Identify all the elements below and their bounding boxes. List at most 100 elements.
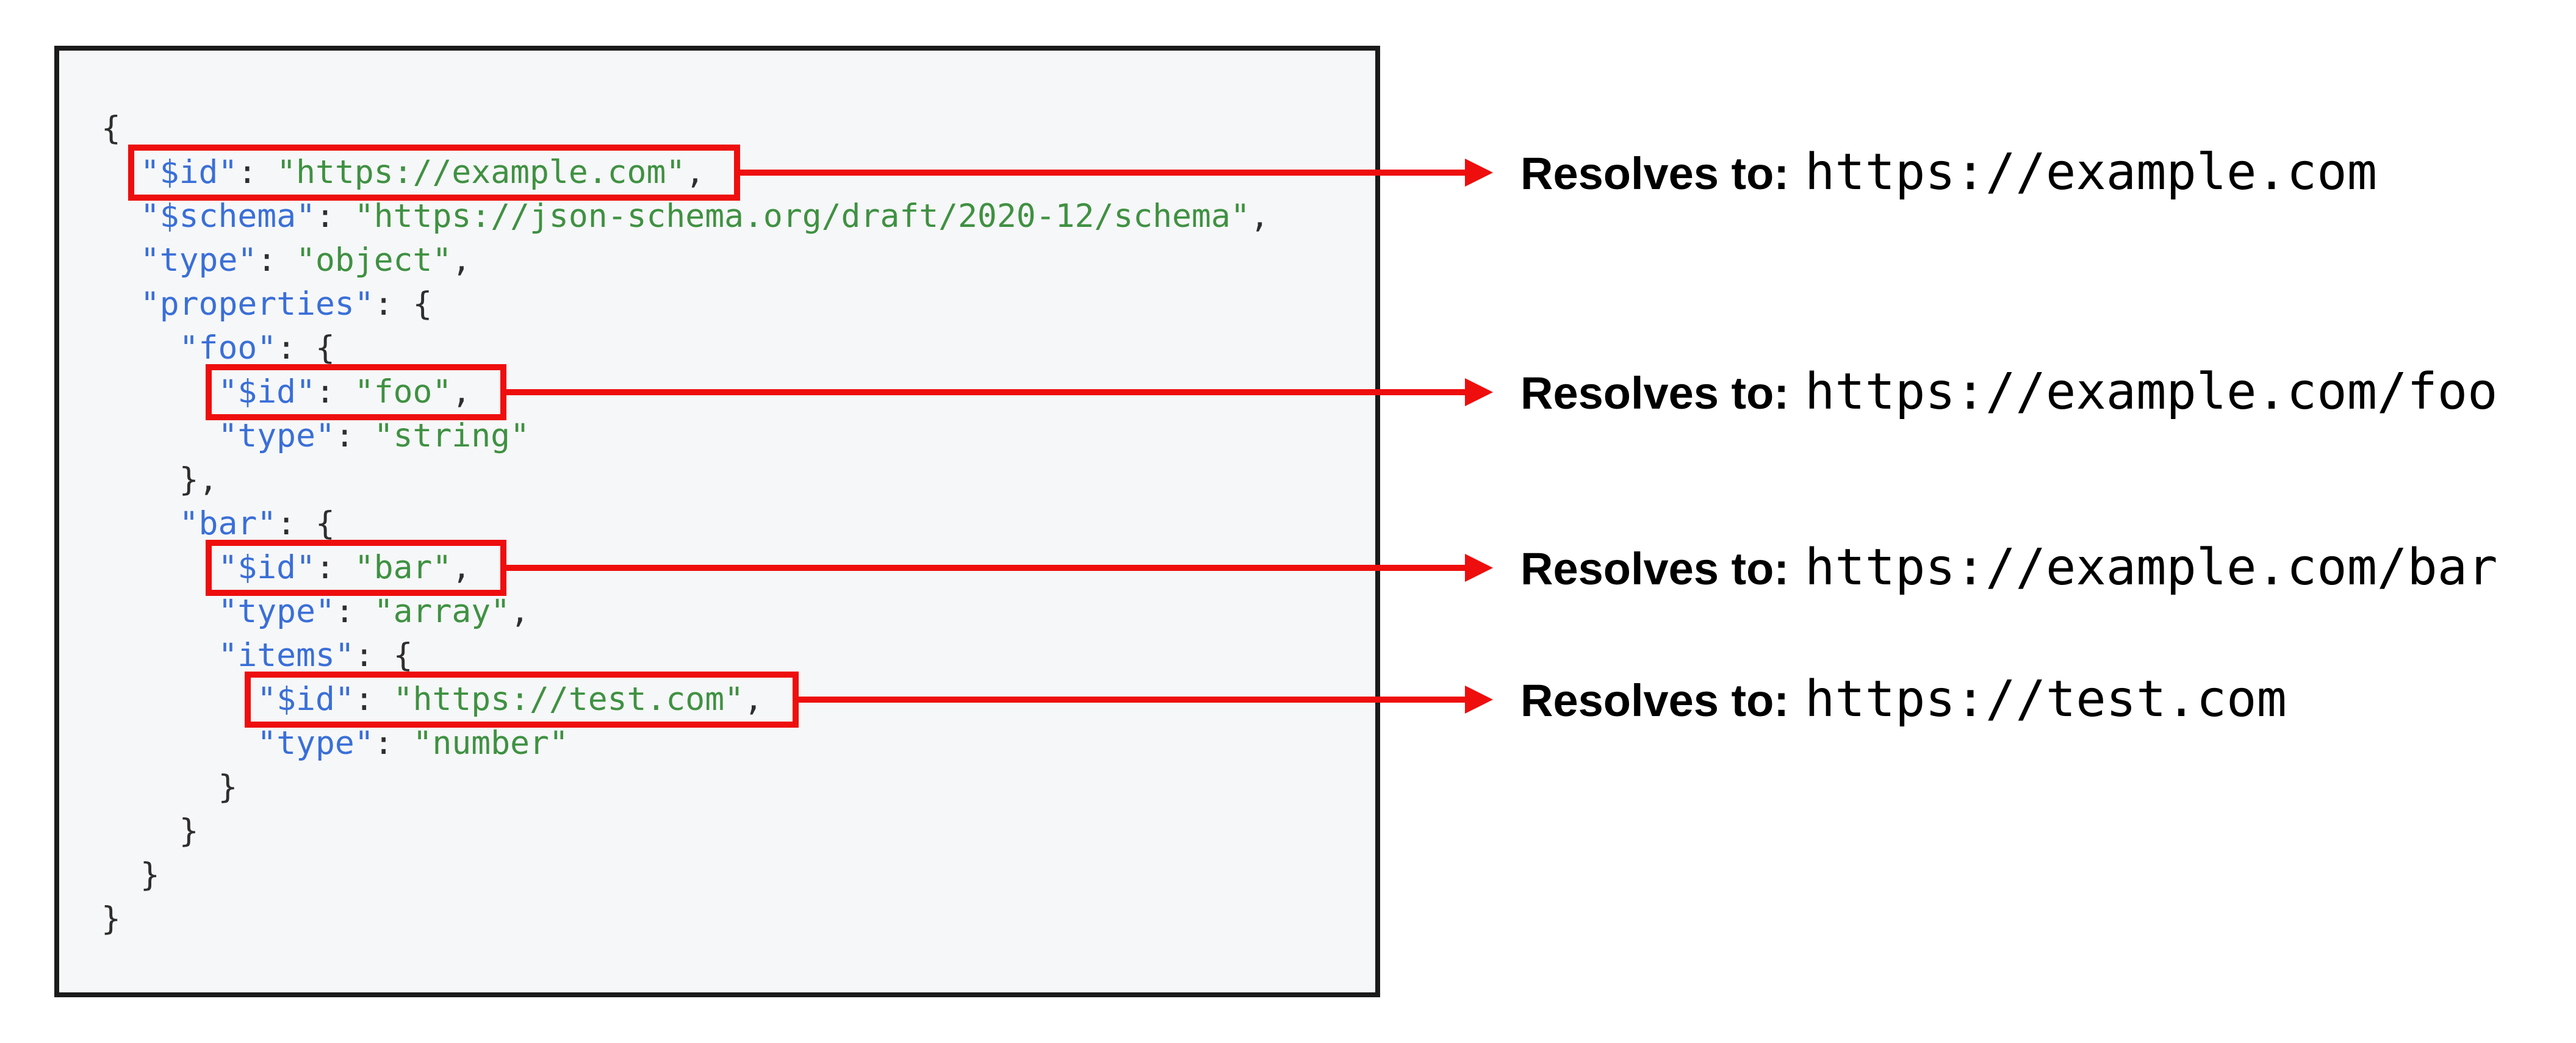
code-line: {: [101, 107, 1270, 151]
code-token: :: [315, 549, 354, 586]
code-token: "$id": [218, 549, 315, 586]
code-line: "type": "object",: [101, 238, 1270, 282]
code-token: [101, 593, 218, 630]
code-token: ,: [452, 242, 472, 279]
code-token: "https://json-schema.org/draft/2020-12/s…: [354, 198, 1250, 235]
json-schema-code-block: [54, 46, 1380, 997]
resolved-uri: https://test.com: [1805, 670, 2287, 728]
code-line: "foo": {: [101, 326, 1270, 370]
code-line: },: [101, 458, 1270, 502]
id-highlight-box: [128, 145, 741, 201]
code-token: "https://example.com": [276, 154, 686, 191]
code-line: "items": {: [101, 634, 1270, 678]
code-token: [101, 505, 179, 542]
code-line: "$id": "bar",: [101, 546, 1270, 590]
code-token: "array": [373, 593, 511, 630]
code-token: "foo": [179, 329, 277, 367]
code-line: "$schema": "https://json-schema.org/draf…: [101, 195, 1270, 238]
code-token: "type": [140, 242, 257, 279]
code-line: "$id": "foo",: [101, 370, 1270, 414]
resolves-to-label: Resolves to:: [1520, 368, 1790, 418]
code-token: ,: [1250, 198, 1270, 235]
code-line: "$id": "https://example.com",: [101, 151, 1270, 195]
resolved-uri: https://example.com/foo: [1805, 363, 2498, 421]
code-line: "type": "number": [101, 722, 1270, 765]
code-token: [101, 242, 140, 279]
resolved-uri: https://example.com/bar: [1805, 539, 2498, 597]
code-token: "string": [373, 417, 530, 454]
code-token: "$schema": [140, 198, 316, 235]
code-token: "number": [412, 725, 569, 762]
code-token: "type": [218, 417, 335, 454]
code-token: : {: [276, 329, 335, 367]
resolution-arrow: [503, 565, 1466, 571]
code-token: :: [315, 373, 354, 410]
code-token: : {: [354, 637, 413, 674]
code-token: [101, 285, 140, 323]
code-token: : {: [373, 285, 433, 323]
resolution-arrow: [736, 170, 1466, 176]
resolution-annotation: Resolves to:https://example.com/bar: [1520, 539, 2498, 598]
code-line: }: [101, 809, 1270, 853]
code-line: "type": "array",: [101, 590, 1270, 634]
code-token: ,: [452, 549, 472, 586]
code-token: : {: [276, 505, 335, 542]
code-token: "$id": [257, 681, 354, 718]
code-token: [101, 417, 218, 454]
code-token: "object": [296, 242, 452, 279]
code-line: "$id": "https://test.com",: [101, 678, 1270, 722]
code-token: ,: [685, 154, 705, 191]
code-token: "properties": [140, 285, 374, 323]
code-line: }: [101, 897, 1270, 941]
code-token: :: [373, 725, 413, 762]
code-token: :: [237, 154, 277, 191]
code-token: "$id": [218, 373, 315, 410]
code-token: "bar": [179, 505, 277, 542]
id-highlight-box: [245, 672, 799, 728]
code-line: }: [101, 853, 1270, 897]
code-token: {: [101, 110, 121, 147]
resolved-uri: https://example.com: [1805, 143, 2378, 201]
resolves-to-label: Resolves to:: [1520, 148, 1790, 199]
code-token: ,: [452, 373, 472, 410]
code-token: },: [101, 461, 218, 498]
code-token: }: [101, 769, 238, 806]
code-token: :: [315, 198, 354, 235]
code-token: :: [257, 242, 297, 279]
code-content: { "$id": "https://example.com", "$schema…: [101, 107, 1270, 941]
code-token: :: [354, 681, 394, 718]
code-token: }: [101, 856, 160, 894]
code-token: "type": [257, 725, 374, 762]
id-highlight-box: [206, 540, 507, 596]
code-token: [101, 725, 257, 762]
resolution-annotation: Resolves to: https://example.com/foo: [1520, 363, 2498, 423]
code-line: "bar": {: [101, 502, 1270, 546]
resolution-annotation: Resolves to: https://example.com: [1520, 143, 2377, 203]
id-highlight-box: [206, 364, 507, 420]
code-token: }: [101, 812, 199, 850]
code-token: [101, 637, 218, 674]
code-token: [101, 329, 179, 367]
code-line: "properties": {: [101, 282, 1270, 326]
code-token: "$id": [140, 154, 238, 191]
resolution-arrow: [503, 389, 1466, 395]
code-token: [101, 198, 140, 235]
code-token: ,: [744, 681, 763, 718]
code-token: "items": [218, 637, 354, 674]
resolution-annotation: Resolves to: https://test.com: [1520, 670, 2287, 730]
code-token: :: [334, 417, 374, 454]
code-token: }: [101, 900, 121, 937]
code-token: "foo": [354, 373, 452, 410]
code-token: "https://test.com": [393, 681, 744, 718]
code-token: [101, 681, 257, 718]
resolution-arrow: [794, 697, 1466, 703]
code-token: ,: [510, 593, 530, 630]
code-token: :: [334, 593, 374, 630]
code-line: "type": "string": [101, 414, 1270, 458]
code-line: }: [101, 765, 1270, 809]
code-token: "bar": [354, 549, 452, 586]
code-token: "type": [218, 593, 335, 630]
resolves-to-label: Resolves to:: [1520, 675, 1790, 726]
code-token: [101, 549, 218, 586]
